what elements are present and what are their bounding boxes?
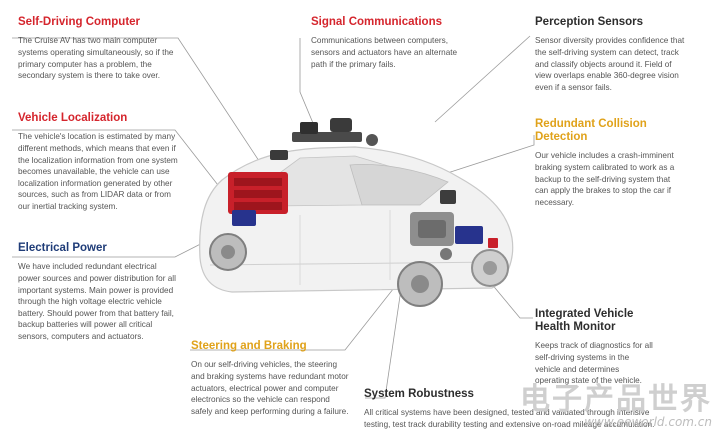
watermark-site: www.eeworld.com.cn: [584, 415, 712, 429]
leader-lines: [12, 35, 535, 399]
callout-body: Sensor diversity provides confidence tha…: [535, 36, 685, 92]
callout-title: Steering and Braking: [191, 340, 307, 352]
watermark-chinese: 电子产品世界: [520, 382, 712, 417]
callout-body: The Cruise AV has two main computer syst…: [18, 36, 174, 81]
car-wheels: [209, 233, 509, 307]
site-watermark: 电子产品世界 www.eeworld.com.cn: [520, 382, 712, 430]
leader-line-system-robustness: [365, 261, 406, 399]
front-drive-unit: [410, 190, 456, 260]
callout-title: System Robustness: [364, 388, 474, 400]
self-driving-computer-unit: [228, 172, 288, 214]
callout-vehicle-localization: Vehicle Localization The vehicle's locat…: [18, 112, 178, 213]
callout-body: Communications between computers, sensor…: [311, 36, 458, 69]
callout-signal-communications: Signal Communications Communications bet…: [311, 16, 461, 70]
callout-body: We have included redundant electrical po…: [18, 262, 176, 342]
callout-electrical-power: Electrical Power We have included redund…: [18, 242, 178, 343]
callout-body: Our vehicle includes a crash-imminent br…: [535, 151, 675, 207]
callout-integrated-vehicle-health-monitor: Integrated Vehicle Health Monitor Keeps …: [535, 308, 655, 387]
backup-battery-units: [232, 210, 498, 248]
callout-steering-and-braking: Steering and Braking On our self-driving…: [191, 340, 349, 417]
callout-title: Integrated Vehicle Health Monitor: [535, 308, 634, 334]
callout-system-robustness: System Robustness All critical systems h…: [364, 388, 664, 431]
leader-line-self-driving-computer: [12, 37, 266, 171]
callout-title: Signal Communications: [311, 16, 442, 28]
leader-line-signal-communications: [299, 38, 319, 136]
callout-title: Vehicle Localization: [18, 112, 128, 124]
leader-line-vehicle-localization: [12, 129, 233, 204]
callout-body: The vehicle's location is estimated by m…: [18, 132, 178, 212]
callout-body: All critical systems have been designed,…: [364, 408, 655, 429]
roof-sensor-rack: [270, 118, 378, 160]
callout-title: Electrical Power: [18, 242, 107, 254]
leader-line-perception-sensors: [434, 35, 531, 123]
callout-perception-sensors: Perception Sensors Sensor diversity prov…: [535, 16, 685, 93]
callout-self-driving-computer: Self-Driving Computer The Cruise AV has …: [18, 16, 176, 82]
callout-body: On our self-driving vehicles, the steeri…: [191, 360, 349, 416]
callout-body: Keeps track of diagnostics for all self-…: [535, 341, 653, 386]
callout-title: Redundant Collision Detection: [535, 118, 647, 144]
leader-line-redundant-collision: [431, 135, 535, 179]
callout-title: Perception Sensors: [535, 16, 644, 28]
callout-title: Self-Driving Computer: [18, 16, 141, 28]
callout-redundant-collision-detection: Redundant Collision Detection Our vehicl…: [535, 118, 685, 209]
